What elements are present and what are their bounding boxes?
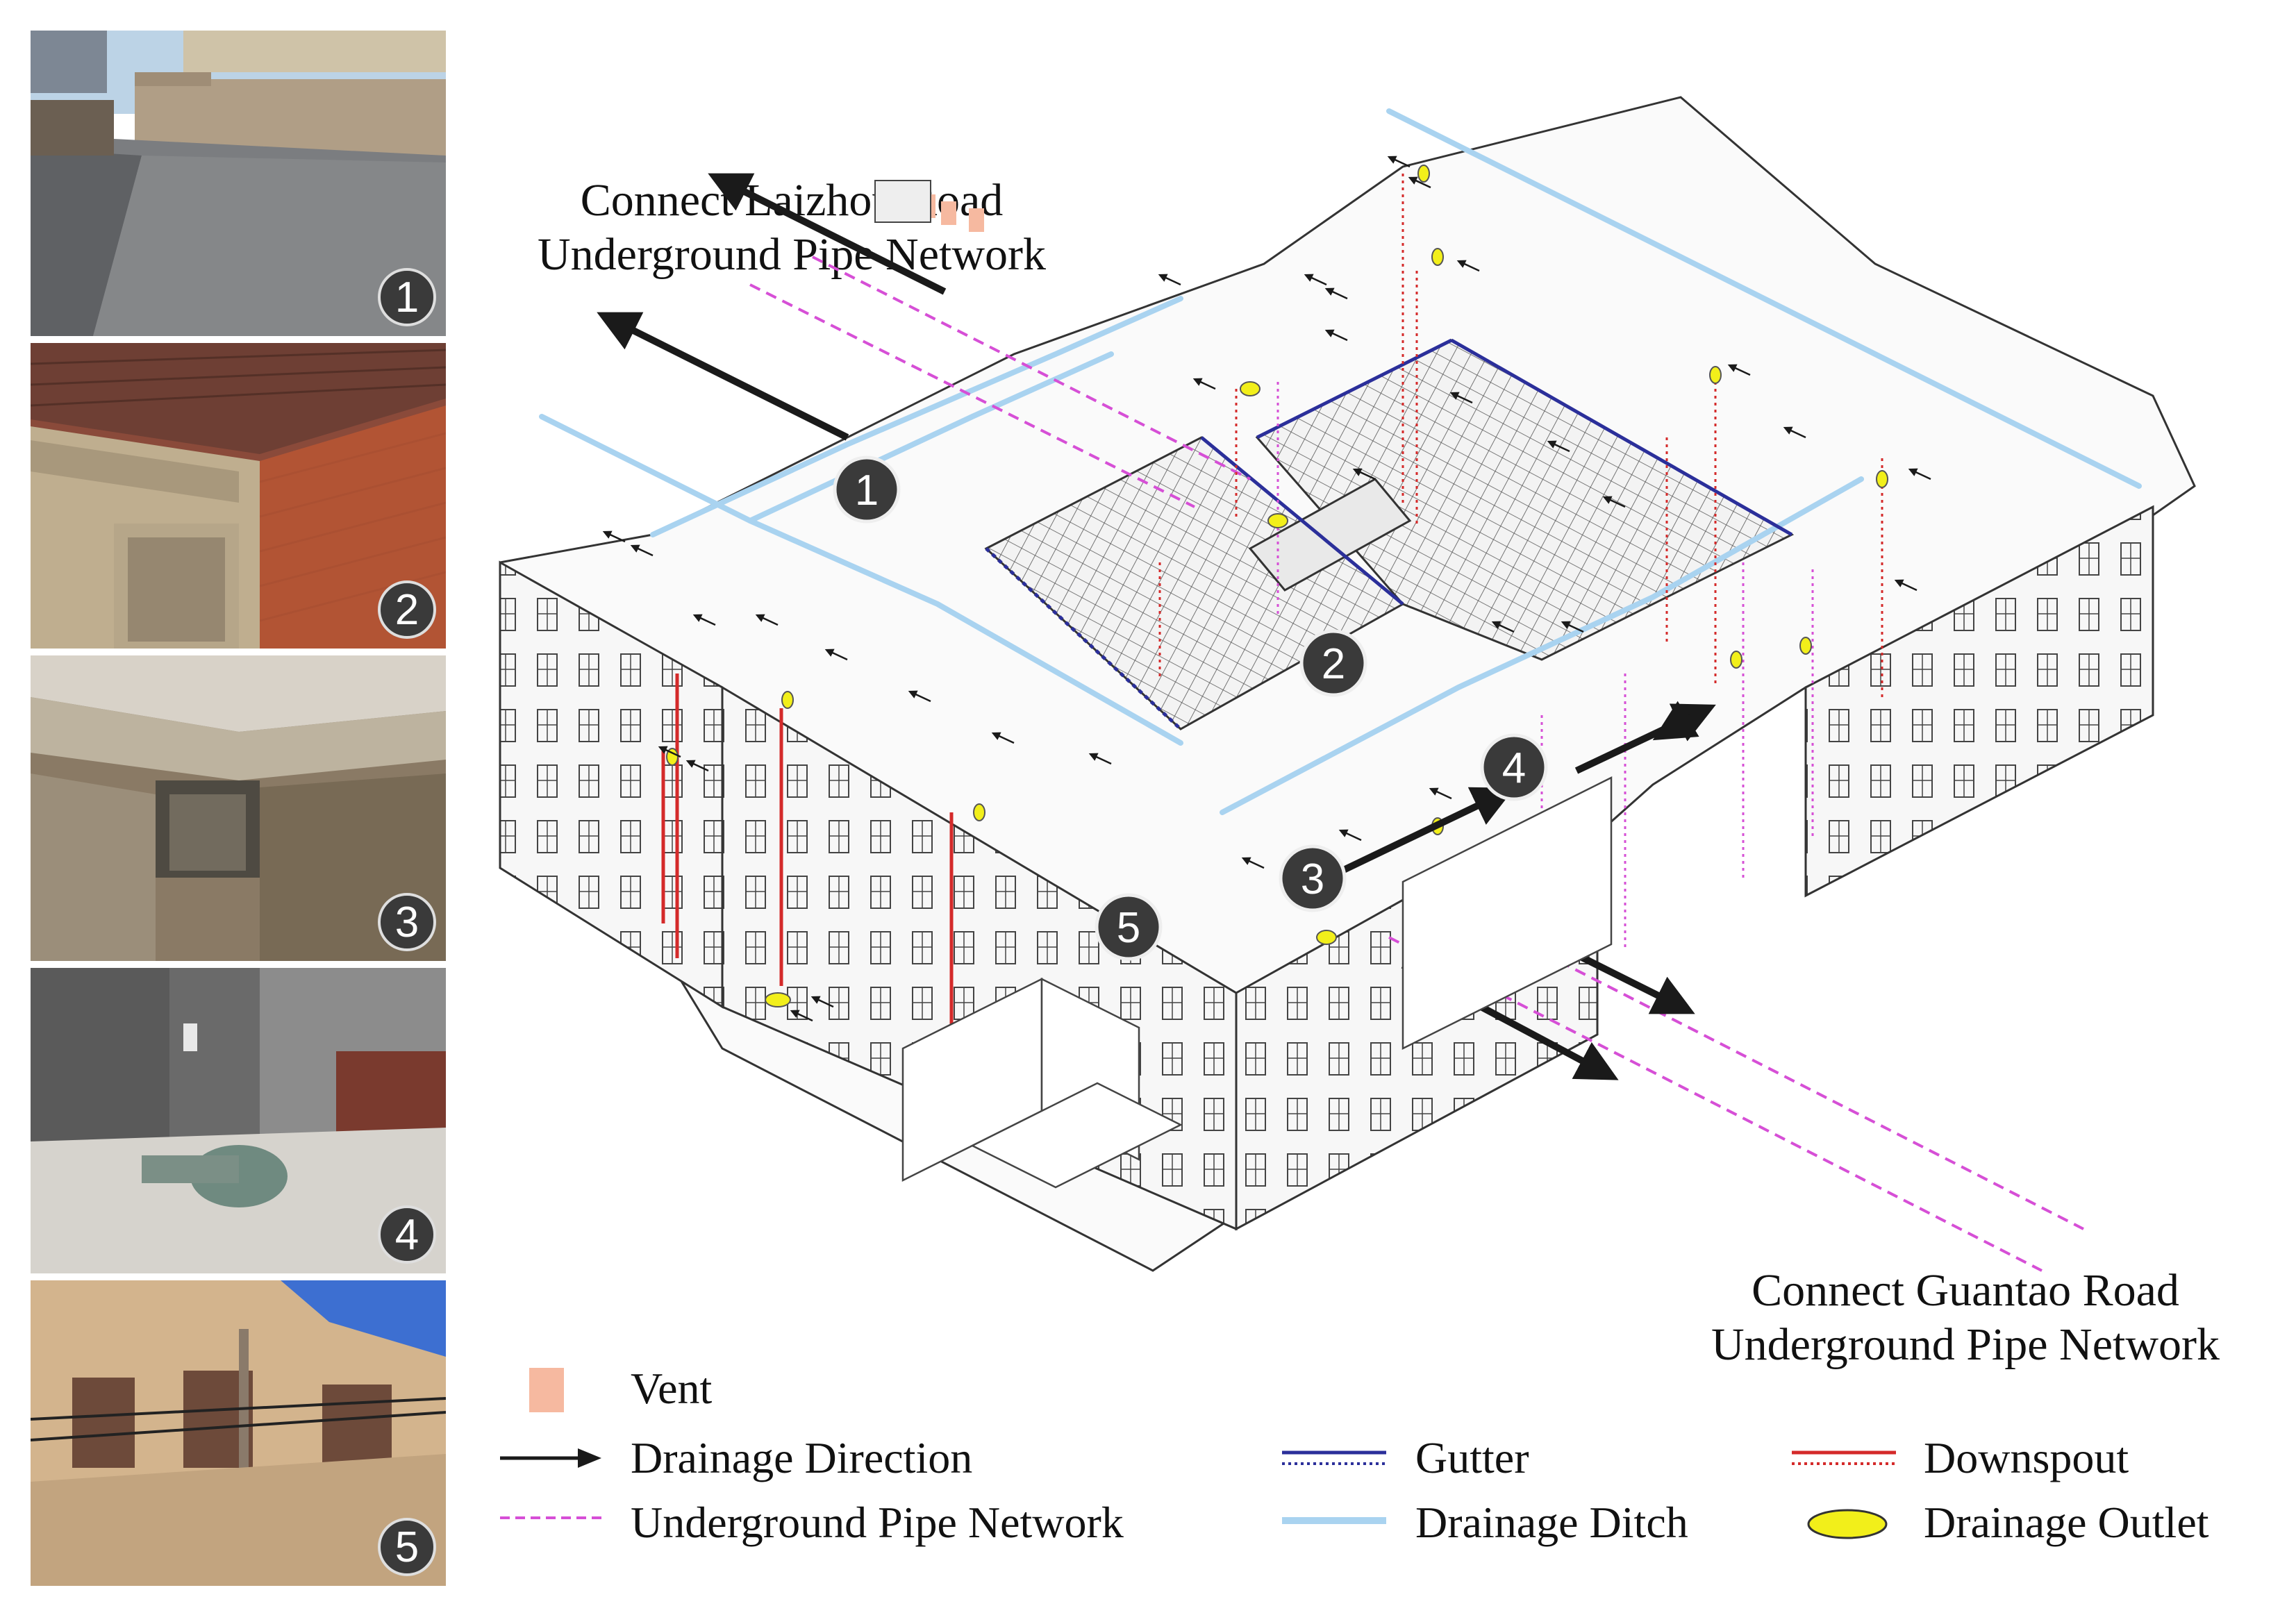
guantao-road-callout: Connect Guantao Road Underground Pipe Ne…: [1653, 1264, 2278, 1372]
laizhou-callout-line2: Underground Pipe Network: [538, 229, 1046, 280]
legend-drainage-outlet-icon: [1807, 1509, 1888, 1539]
legend-underground-pipe-network-label: Underground Pipe Network: [631, 1498, 1124, 1547]
legend-arrow-icon: [500, 1448, 601, 1468]
guantao-callout-line1: Connect Guantao Road: [1752, 1265, 2179, 1316]
photo-3-gutter-corner: 3: [31, 655, 446, 961]
legend-vent-label: Vent: [631, 1364, 713, 1413]
downspout-dotted-lines: [1158, 174, 1883, 701]
legend-gutter-label: Gutter: [1415, 1433, 1529, 1482]
legend-drainage-ditch-label: Drainage Ditch: [1415, 1498, 1688, 1547]
photo-5-badge: 5: [378, 1518, 436, 1576]
legend-gutter-icon: [1282, 1450, 1386, 1465]
photo-3-badge: 3: [378, 893, 436, 951]
diagram-marker-5-label: 5: [1117, 904, 1140, 952]
legend-drainage-direction-label: Drainage Direction: [631, 1433, 973, 1482]
photo-4-badge: 4: [378, 1205, 436, 1264]
diagram-marker-4: 4: [1480, 733, 1548, 801]
diagram-marker-3-label: 3: [1301, 855, 1324, 903]
diagram-marker-5: 5: [1095, 893, 1163, 961]
vent-markers: [874, 180, 984, 232]
guantao-callout-line2: Underground Pipe Network: [1711, 1319, 2220, 1370]
annex-blocks: [901, 776, 1613, 1189]
photo-2-badge: 2: [378, 580, 436, 639]
diagram-marker-1-label: 1: [855, 467, 879, 515]
legend-pipe-network-icon: [500, 1516, 604, 1519]
drainage-direction-arrows: [602, 156, 1931, 1022]
gutter-lines: [985, 338, 1793, 730]
diagram-marker-2-label: 2: [1322, 640, 1345, 688]
photo-1-flat-roof: 1: [31, 31, 446, 336]
photo-2-tiled-roof: 2: [31, 343, 446, 649]
photo-4-roof-outlet: 4: [31, 968, 446, 1273]
underground-pipe-lines: [749, 256, 2084, 1272]
diagram-marker-3: 3: [1279, 844, 1347, 912]
photo-5-facade: 5: [31, 1280, 446, 1586]
downspout-lines: [661, 674, 954, 1062]
legend-downspout-icon: [1792, 1450, 1896, 1465]
diagram-marker-2: 2: [1299, 629, 1367, 697]
legend-downspout-label: Downspout: [1924, 1433, 2129, 1482]
photo-1-badge: 1: [378, 268, 436, 326]
diagram-marker-4-label: 4: [1502, 744, 1526, 792]
legend-vent-swatch: [529, 1368, 564, 1412]
building-axonometric-diagram: 1 2 3 4 5: [499, 96, 2196, 1272]
legend-drainage-outlet-label: Drainage Outlet: [1924, 1498, 2209, 1547]
drainage-ditch-lines: [539, 108, 2142, 815]
diagram-marker-1: 1: [833, 455, 901, 524]
legend-drainage-ditch-icon: [1282, 1517, 1386, 1524]
